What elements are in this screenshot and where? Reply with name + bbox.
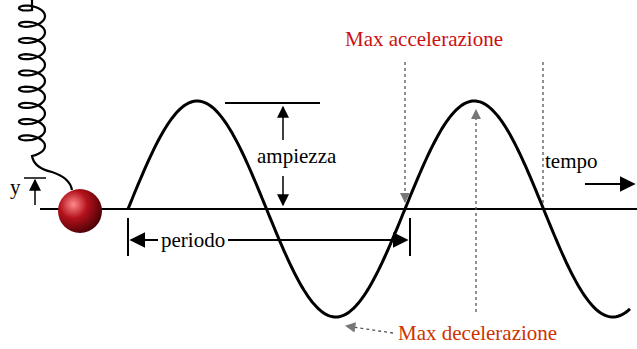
amplitude-top-line — [225, 102, 320, 104]
period-label: periodo — [158, 229, 228, 252]
period-tick — [409, 218, 411, 256]
sine-wave — [128, 101, 630, 317]
y-arrow — [34, 180, 36, 205]
time-arrow — [585, 183, 634, 185]
amplitude-label: ampiezza — [254, 145, 339, 168]
time-label: tempo — [545, 150, 598, 173]
leader-line — [542, 62, 543, 205]
amplitude-arrow-down — [282, 176, 284, 205]
max-deceleration-label: Max decelerazione — [398, 322, 557, 345]
leader-line — [475, 110, 476, 312]
leader-line — [404, 62, 405, 202]
mass-ball — [58, 189, 102, 233]
spring — [19, 0, 72, 190]
y-label: y — [10, 176, 21, 199]
period-tick — [127, 218, 129, 256]
leader-line — [346, 326, 393, 333]
amplitude-arrow-up — [282, 107, 284, 140]
y-tick — [24, 177, 46, 179]
max-acceleration-label: Max accelerazione — [342, 28, 506, 51]
